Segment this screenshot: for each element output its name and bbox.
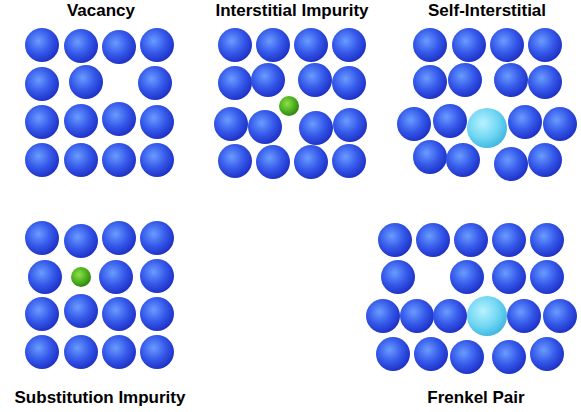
host-atom [140,143,174,177]
host-atom [140,297,174,331]
host-atom [494,147,528,181]
impurity-atom [71,267,91,287]
host-atom [140,105,174,139]
host-atom [64,104,98,138]
self-interstitial-lattice [397,28,577,181]
host-atom [446,143,480,177]
host-atom [299,111,333,145]
host-atom [298,63,332,97]
host-atom [102,143,136,177]
host-atom [492,260,526,294]
host-atom [25,221,59,255]
host-atom [102,30,136,64]
host-atom [414,337,448,371]
host-atom [508,105,542,139]
host-atom [256,28,290,62]
host-atom [530,337,564,371]
host-atom [102,335,136,369]
host-atom [528,143,562,177]
host-atom [376,337,410,371]
host-atom [99,260,133,294]
host-atom [25,67,59,101]
host-atom [294,145,328,179]
host-atom [492,340,526,374]
host-atom [530,260,564,294]
host-atom [218,66,252,100]
host-atom [543,107,577,141]
self-interstitial-atom [467,108,507,148]
host-atom [433,104,467,138]
host-atom [454,223,488,257]
host-atom [448,63,482,97]
panel-label: Self-Interstitial [428,1,546,21]
host-atom [528,65,562,99]
host-atom [507,299,541,333]
host-atom [64,294,98,328]
host-atom [452,28,486,62]
host-atom [433,299,467,333]
host-atom [28,260,62,294]
host-atom [64,224,98,258]
host-atom [25,143,59,177]
host-atom [294,28,328,62]
host-atom [251,63,285,97]
host-atom [492,223,526,257]
host-atom [332,28,366,62]
host-atom [218,144,252,178]
panel-label: Interstitial Impurity [215,1,368,21]
host-atom [413,65,447,99]
host-atom [25,28,59,62]
host-atom [494,63,528,97]
host-atom [214,107,248,141]
host-atom [332,144,366,178]
host-atom [333,108,367,142]
frenkel-pair-lattice [366,223,577,374]
host-atom [140,28,174,62]
host-atom [530,223,564,257]
host-atom [528,28,562,62]
host-atom [140,335,174,369]
host-atom [397,107,431,141]
self-interstitial-atom [467,296,507,336]
host-atom [102,102,136,136]
host-atom [543,299,577,333]
panel-label: Vacancy [67,1,135,21]
host-atom [64,335,98,369]
impurity-atom [279,96,299,116]
host-atom [490,28,524,62]
host-atom [218,28,252,62]
host-atom [248,110,282,144]
host-atom [450,340,484,374]
host-atom [416,223,450,257]
host-atom [102,297,136,331]
host-atom [64,29,98,63]
panel-label: Frenkel Pair [427,388,524,408]
substitution-impurity-lattice [25,221,174,369]
host-atom [256,145,290,179]
vacancy-lattice [25,28,174,177]
host-atom [102,221,136,255]
host-atom [366,299,400,333]
host-atom [413,140,447,174]
host-atom [332,66,366,100]
host-atom [25,335,59,369]
host-atom [450,260,484,294]
host-atom [413,28,447,62]
panel-label: Substitution Impurity [15,388,186,408]
host-atom [138,66,172,100]
host-atom [69,65,103,99]
host-atom [381,260,415,294]
host-atom [25,105,59,139]
host-atom [25,297,59,331]
host-atom [140,221,174,255]
host-atom [378,223,412,257]
host-atom [140,259,174,293]
interstitial-impurity-lattice [214,28,367,179]
host-atom [64,143,98,177]
host-atom [400,299,434,333]
